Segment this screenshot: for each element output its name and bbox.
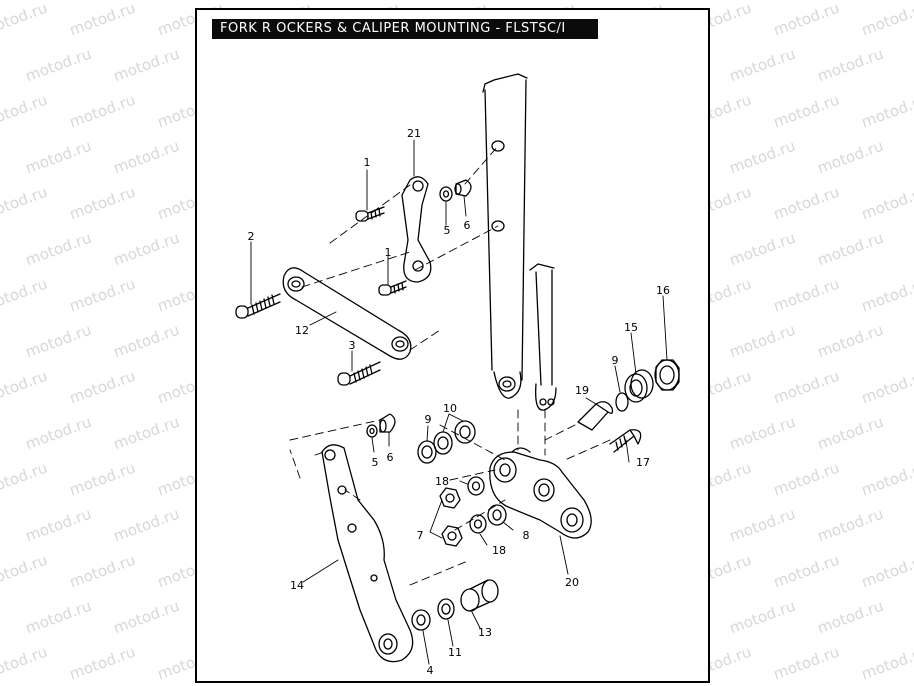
callout-12: 12: [295, 324, 309, 337]
washer-18-bottom: [469, 514, 487, 534]
callout-5-top: 5: [444, 224, 451, 237]
bushing-13: [460, 579, 499, 612]
caliper-bracket: [489, 447, 592, 539]
brake-bracket: [529, 263, 557, 411]
nut-7-top: [439, 487, 461, 509]
lower-fork-rocker: [321, 444, 414, 663]
callout-8: 8: [523, 529, 530, 542]
callout-1-top: 1: [364, 156, 371, 169]
callout-3: 3: [349, 339, 356, 352]
washer-9-left: [417, 440, 437, 464]
callout-7: 7: [417, 529, 424, 542]
bolt-17: [609, 429, 642, 453]
callout-13: 13: [478, 626, 492, 639]
acorn-nut-lower: [379, 413, 396, 433]
washer-lower: [366, 424, 378, 438]
axle-sleeve-19: [577, 401, 614, 431]
callout-11: 11: [448, 646, 462, 659]
washer-upper: [439, 186, 453, 202]
spring-screw-3: [337, 361, 381, 386]
rocker-link: [282, 267, 412, 360]
callout-15: 15: [624, 321, 638, 334]
screw-top: [355, 206, 385, 222]
washer-4: [411, 609, 431, 631]
bushing-10: [433, 420, 476, 455]
callout-4: 4: [427, 664, 434, 677]
callout-numbers: 21 1 5 6 2 1 12 3 16 15 9 19 9 10 5 6 17…: [248, 127, 671, 677]
washer-18-top: [467, 476, 485, 496]
callout-leaders: [250, 139, 668, 665]
diagram-frame: [195, 8, 710, 683]
callout-2: 2: [248, 230, 255, 243]
axle-nut-16: [654, 359, 680, 391]
callout-20: 20: [565, 576, 579, 589]
upper-rocker-plate: [401, 176, 432, 283]
washer-9-right: [615, 392, 629, 412]
callout-5-lower: 5: [372, 456, 379, 469]
callout-9-left: 9: [425, 413, 432, 426]
fork-leg: [482, 73, 528, 399]
callout-17: 17: [636, 456, 650, 469]
leader-lines: [289, 145, 611, 586]
callout-14: 14: [290, 579, 304, 592]
callout-21: 21: [407, 127, 421, 140]
callout-6-lower: 6: [387, 451, 394, 464]
callout-16: 16: [656, 284, 670, 297]
callout-18-bottom: 18: [492, 544, 506, 557]
washer-11: [437, 598, 455, 620]
spring-screw-2: [235, 293, 281, 319]
diagram-title: FORK R OCKERS & CALIPER MOUNTING - FLSTS…: [212, 19, 598, 39]
screw-mid: [378, 280, 407, 296]
callout-10: 10: [443, 402, 457, 415]
acorn-nut-upper: [454, 179, 472, 197]
washer-8: [487, 504, 507, 526]
callout-6-top: 6: [464, 219, 471, 232]
callout-1-mid: 1: [385, 246, 392, 259]
callout-18-top: 18: [435, 475, 449, 488]
bearing-15: [624, 369, 654, 403]
nut-7-bottom: [441, 525, 463, 547]
callout-9-right: 9: [612, 354, 619, 367]
callout-19: 19: [575, 384, 589, 397]
